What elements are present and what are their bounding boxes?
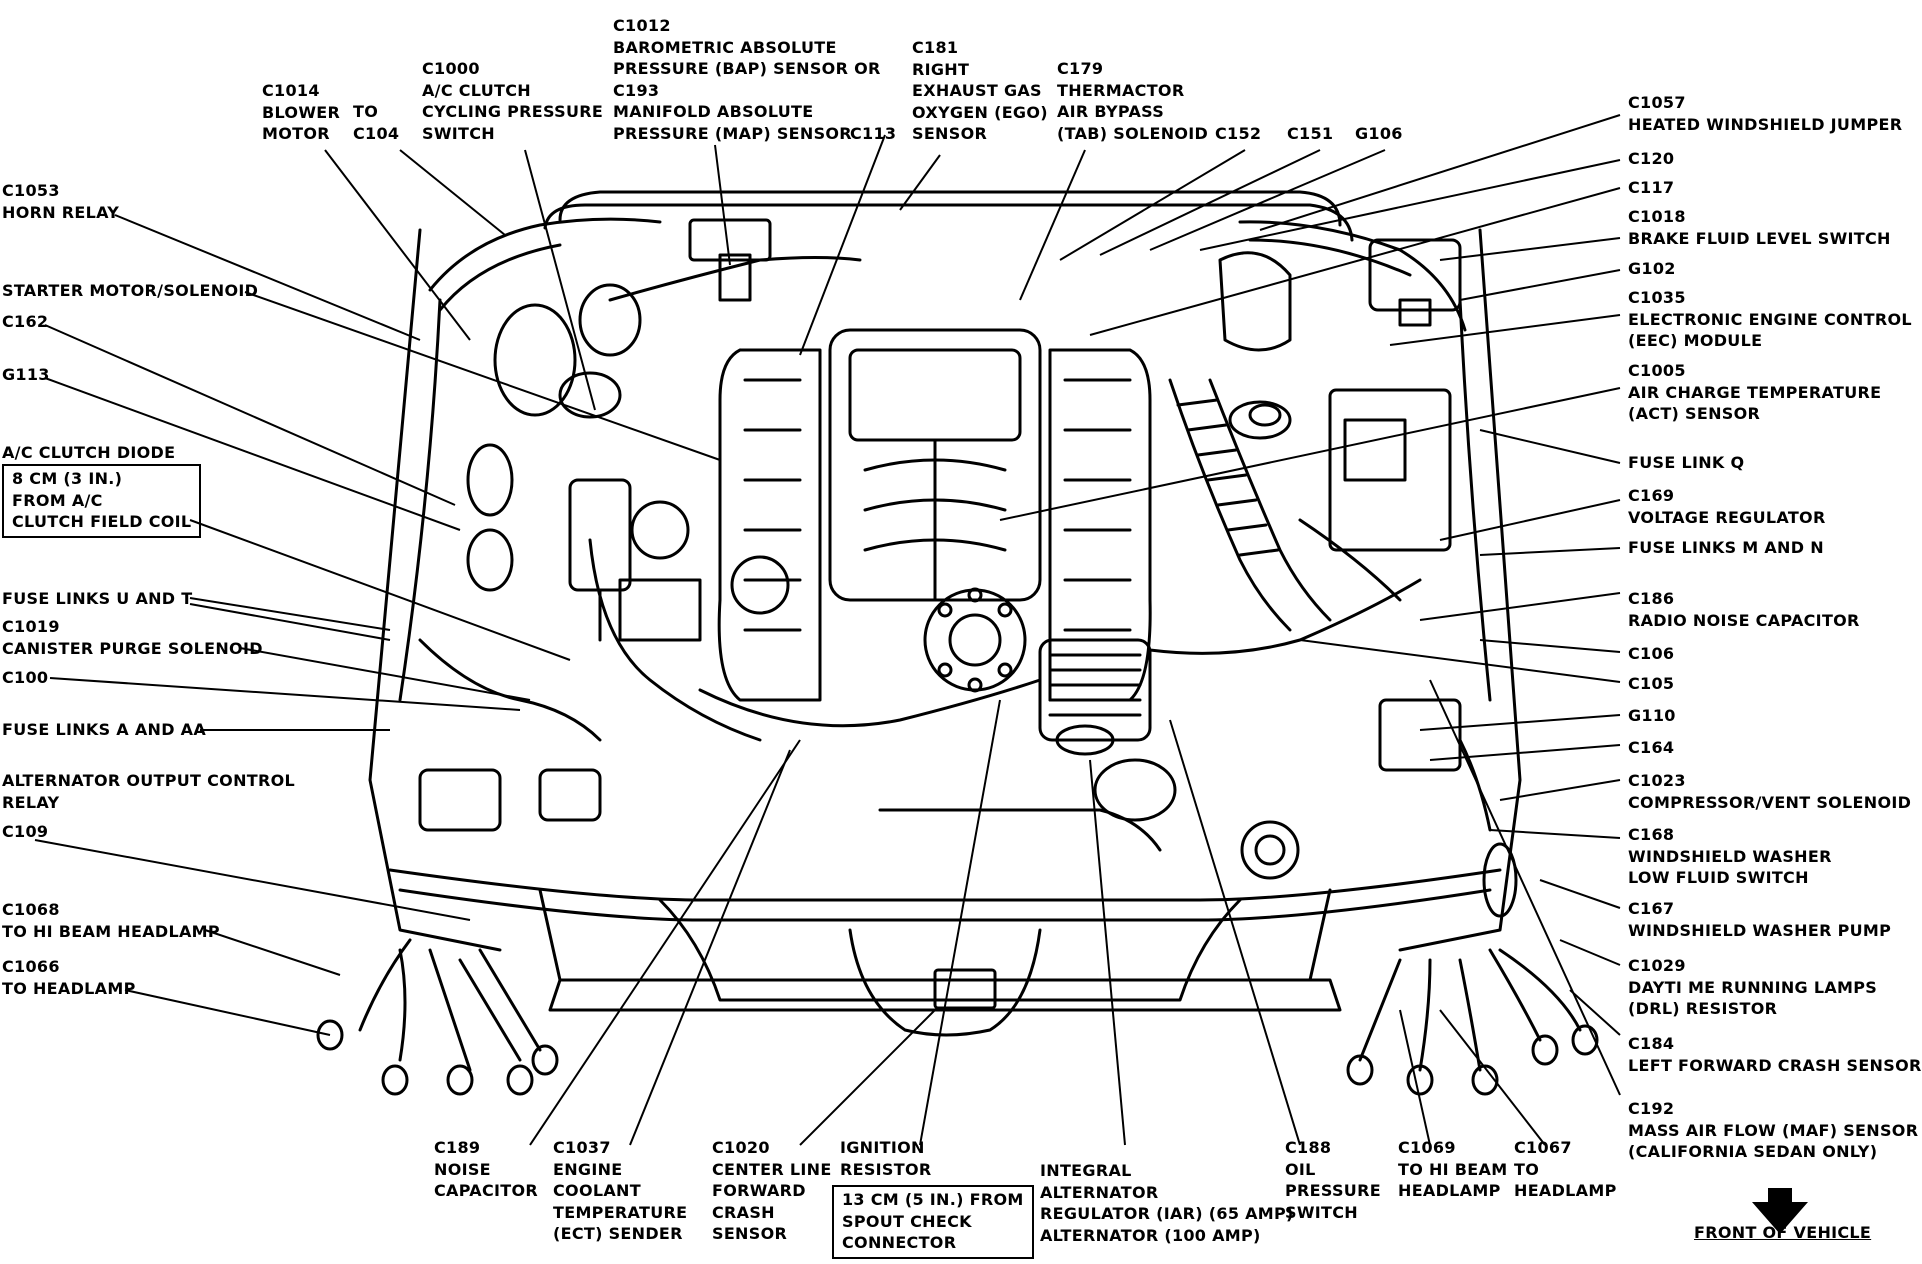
label-c189: C189 NOISE CAPACITOR [434, 1138, 538, 1200]
label-c117: C117 [1628, 178, 1675, 197]
label-c164: C164 [1628, 738, 1675, 757]
front-arrow-icon [1752, 1188, 1808, 1234]
label-g106: G106 [1355, 124, 1403, 143]
label-iar-alternator: INTEGRAL ALTERNATOR REGULATOR (IAR) (65 … [1040, 1161, 1294, 1245]
label-fuse-links-m-n: FUSE LINKS M AND N [1628, 538, 1824, 557]
label-c151: C151 [1287, 124, 1334, 143]
label-g113: G113 [2, 365, 50, 384]
label-c184: C184 LEFT FORWARD CRASH SENSOR [1628, 1034, 1922, 1075]
label-g102: G102 [1628, 259, 1676, 278]
label-c188: C188 OIL PRESSURE SWITCH [1285, 1138, 1381, 1222]
label-c1053: C1053 HORN RELAY [2, 181, 120, 222]
label-c1067: C1067 TO HEADLAMP [1514, 1138, 1617, 1200]
label-alternator-output-relay: ALTERNATOR OUTPUT CONTROL RELAY [2, 771, 296, 812]
label-c1057: C1057 HEATED WINDSHIELD JUMPER [1628, 93, 1903, 134]
label-fuse-link-q: FUSE LINK Q [1628, 453, 1745, 472]
label-fuse-links-a-aa: FUSE LINKS A AND AA [2, 720, 207, 739]
label-c169: C169 VOLTAGE REGULATOR [1628, 486, 1826, 527]
label-c1069: C1069 TO HI BEAM HEADLAMP [1398, 1138, 1508, 1200]
label-c1018: C1018 BRAKE FLUID LEVEL SWITCH [1628, 207, 1891, 248]
label-c167: C167 WINDSHIELD WASHER PUMP [1628, 899, 1892, 940]
label-c1037: C1037 ENGINE COOLANT TEMPERATURE (ECT) S… [553, 1138, 688, 1243]
label-c186: C186 RADIO NOISE CAPACITOR [1628, 589, 1860, 630]
label-to-c104: TO C104 [353, 102, 400, 143]
label-ignition-resistor: IGNITION RESISTOR [840, 1138, 932, 1179]
label-c1005: C1005 AIR CHARGE TEMPERATURE (ACT) SENSO… [1628, 361, 1882, 423]
ac-diode-location-box: 8 CM (3 IN.) FROM A/C CLUTCH FIELD COIL [2, 464, 202, 538]
label-c1023: C1023 COMPRESSOR/VENT SOLENOID [1628, 771, 1912, 812]
leader-lines [34, 114, 1621, 1146]
label-c179: C179 THERMACTOR AIR BYPASS (TAB) SOLENOI… [1057, 59, 1209, 143]
label-c192: C192 MASS AIR FLOW (MAF) SENSOR (CALIFOR… [1628, 1099, 1919, 1161]
engine-artwork [316, 190, 1599, 1096]
label-c120: C120 [1628, 149, 1675, 168]
label-c152: C152 [1215, 124, 1262, 143]
label-c1000: C1000 A/C CLUTCH CYCLING PRESSURE SWITCH [422, 59, 604, 143]
label-c1012: C1012 BAROMETRIC ABSOLUTE PRESSURE (BAP)… [613, 16, 881, 143]
label-ac-clutch-diode: A/C CLUTCH DIODE [2, 443, 176, 462]
label-c105: C105 [1628, 674, 1675, 693]
label-front-of-vehicle: FRONT OF VEHICLE [1694, 1223, 1872, 1242]
label-c109: C109 [2, 822, 49, 841]
label-c1020: C1020 CENTER LINE FORWARD CRASH SENSOR [712, 1138, 832, 1243]
label-c1029: C1029 DAYTI ME RUNNING LAMPS (DRL) RESIS… [1628, 956, 1878, 1018]
label-c162: C162 [2, 312, 49, 331]
label-c1066: C1066 TO HEADLAMP [2, 957, 136, 998]
label-starter: STARTER MOTOR/SOLENOID [2, 281, 259, 300]
label-c181: C181 RIGHT EXHAUST GAS OXYGEN (EGO) SENS… [912, 38, 1048, 143]
label-g110: G110 [1628, 706, 1676, 725]
ignition-location-box: 13 CM (5 IN.) FROM SPOUT CHECK CONNECTOR [832, 1185, 1034, 1259]
label-c100: C100 [2, 668, 49, 687]
label-c113: C113 [850, 124, 897, 143]
label-c1068: C1068 TO HI BEAM HEADLAMP [2, 900, 220, 941]
label-c1035: C1035 ELECTRONIC ENGINE CONTROL (EEC) MO… [1628, 288, 1912, 350]
label-c1014: C1014 BLOWER MOTOR [262, 81, 341, 143]
label-c106: C106 [1628, 644, 1675, 663]
label-c1019: C1019 CANISTER PURGE SOLENOID [2, 617, 263, 658]
label-c168: C168 WINDSHIELD WASHER LOW FLUID SWITCH [1628, 825, 1832, 887]
label-fuse-links-u-t: FUSE LINKS U AND T [2, 589, 193, 608]
